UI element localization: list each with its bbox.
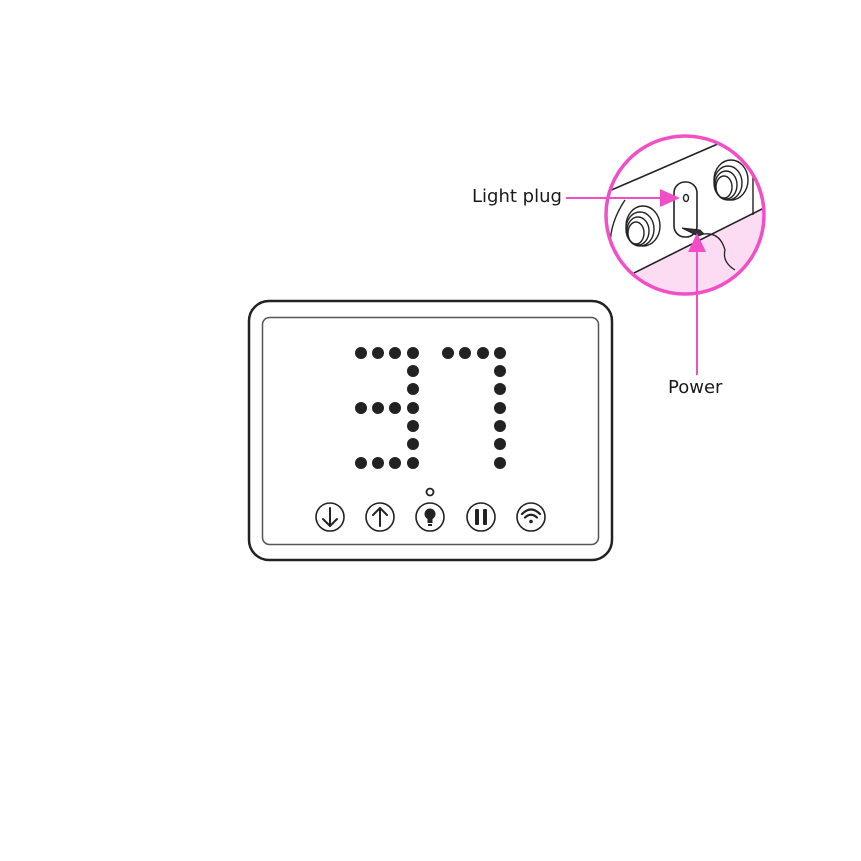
light-plug-arrow bbox=[566, 189, 680, 207]
knob-right bbox=[713, 159, 749, 201]
light-plug-socket bbox=[682, 193, 690, 203]
arrow-up-icon bbox=[372, 507, 388, 527]
down-button[interactable] bbox=[315, 502, 345, 532]
pause-icon bbox=[475, 509, 487, 525]
wifi-button[interactable] bbox=[516, 502, 546, 532]
arrow-down-icon bbox=[322, 507, 338, 527]
detail-callout-ring bbox=[604, 134, 766, 296]
power-jack bbox=[681, 227, 736, 271]
digit-3 bbox=[355, 347, 419, 469]
power-arrow bbox=[688, 233, 706, 375]
digit-7 bbox=[442, 347, 506, 469]
light-plug-label: Light plug bbox=[472, 186, 562, 207]
light-button[interactable] bbox=[415, 502, 445, 532]
wifi-icon bbox=[520, 508, 542, 524]
light-indicator-led bbox=[425, 487, 435, 497]
detail-callout bbox=[606, 136, 764, 294]
pause-button[interactable] bbox=[466, 502, 496, 532]
lightbulb-icon bbox=[424, 508, 436, 526]
device-screen bbox=[261, 316, 600, 546]
power-label: Power bbox=[668, 377, 723, 398]
plug-plate bbox=[673, 181, 698, 238]
up-button[interactable] bbox=[365, 502, 395, 532]
knob-left bbox=[625, 205, 661, 247]
